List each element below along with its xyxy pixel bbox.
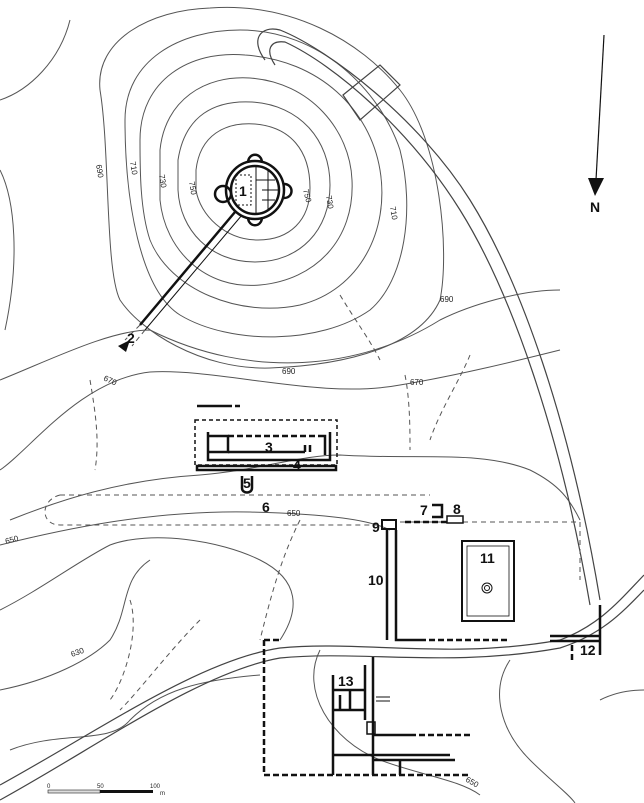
- contour-label: 710: [128, 161, 139, 176]
- contour-label: 710: [388, 206, 399, 221]
- contour-label: 690: [440, 295, 454, 304]
- scale-zero: 0: [47, 784, 51, 790]
- site-number-3: 3: [265, 439, 273, 455]
- contour-label: 650: [287, 509, 301, 518]
- contour-label: 750: [301, 188, 313, 204]
- road: [0, 28, 644, 801]
- contour-label: 750: [187, 181, 198, 196]
- site-number-6: 6: [262, 499, 270, 515]
- contour-label: 630: [70, 646, 86, 659]
- contour-label: 690: [282, 367, 296, 376]
- site-number-labels: 1 2 3 4 5 6 7 8 9 10 11 12 13: [127, 183, 596, 689]
- contour-label: 730: [324, 195, 335, 210]
- site-number-1: 1: [239, 183, 247, 199]
- north-label: N: [590, 199, 600, 215]
- north-arrow: N: [588, 34, 605, 215]
- contour-label: 670: [102, 374, 118, 388]
- ruins: [44, 153, 602, 777]
- scale-max: 100: [150, 784, 161, 790]
- contour-lines: [0, 6, 644, 803]
- contour-label: 670: [410, 378, 424, 387]
- site-number-2: 2: [127, 330, 135, 346]
- site-number-13: 13: [338, 673, 354, 689]
- site-number-12: 12: [580, 642, 596, 658]
- site-number-8: 8: [453, 501, 461, 517]
- contour-label: 650: [4, 534, 20, 546]
- site-number-5: 5: [243, 475, 251, 491]
- site-number-7: 7: [420, 502, 428, 518]
- scale-mid: 50: [97, 784, 104, 790]
- contour-label: 730: [157, 174, 168, 189]
- contour-label: 690: [94, 164, 105, 179]
- site-number-11: 11: [480, 550, 495, 566]
- scale-unit: m: [160, 791, 165, 797]
- site-number-10: 10: [368, 572, 384, 588]
- contour-labels: 690 710 730 750 750 730 710 690 690 670 …: [4, 161, 480, 790]
- scale-bar: 0 50 100 m: [47, 784, 165, 797]
- site-number-9: 9: [372, 519, 380, 535]
- site-number-4: 4: [293, 457, 301, 473]
